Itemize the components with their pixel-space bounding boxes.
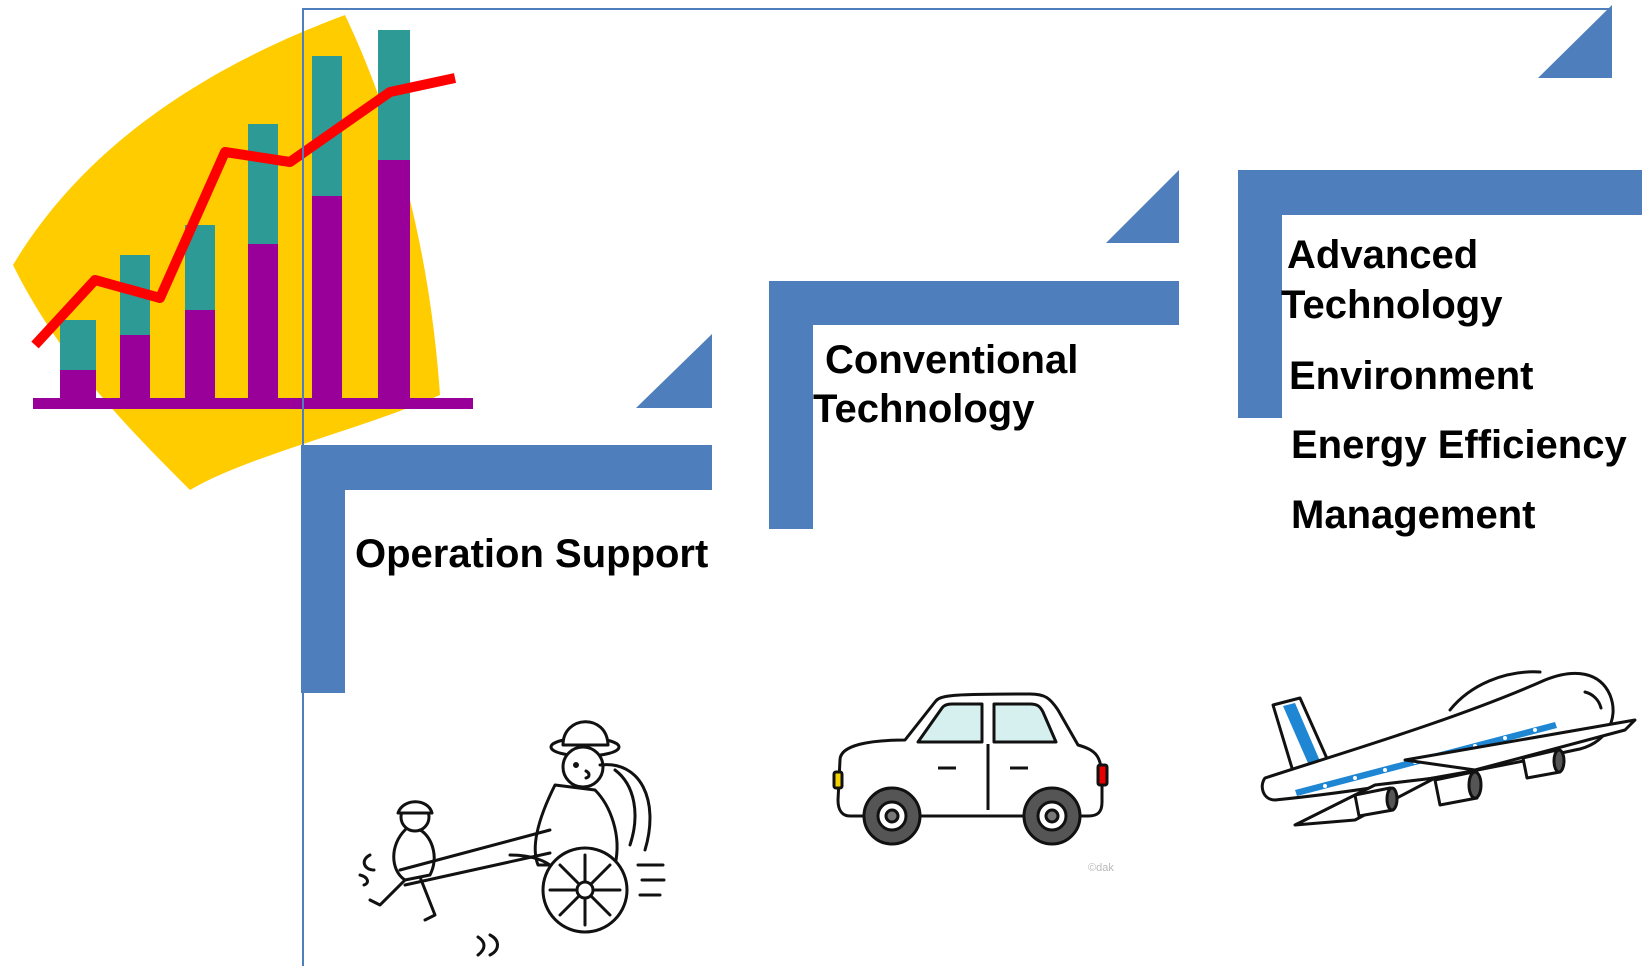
step-3-arrow-triangle [1538,5,1612,78]
chart-baseline [33,398,473,409]
step-2-label-line-1: Conventional [825,338,1079,382]
chart-bar [248,244,278,400]
rickshaw-icon [358,720,666,957]
step-3-label-line-2: Technology [1281,283,1503,327]
chart-background-blob [13,15,440,490]
step-2-left-bar [769,281,813,529]
step-1-label: Operation Support [355,532,709,576]
growth-chart-icon [13,15,473,490]
chart-bar [248,124,278,244]
step-1-top-bar [301,445,712,490]
step-1-arrow-triangle [636,334,712,408]
step-3-label-line-1: Advanced [1287,233,1479,277]
car-icon [832,692,1109,846]
chart-bar [60,320,96,370]
step-2-label-line-2: Technology [813,387,1035,431]
step-3-top-bar [1238,170,1642,215]
step-3-label-line-3: Environment [1289,354,1534,398]
step-1-left-bar [301,445,345,693]
chart-bar [120,335,150,400]
watermark: ©dak [1088,862,1114,874]
chart-bar [60,370,96,400]
chart-bar [185,310,215,400]
step-3-left-bar [1238,170,1282,418]
chart-bar [312,196,342,400]
step-3-label-line-4: Energy Efficiency [1291,423,1627,467]
chart-trend-line [31,73,457,349]
step-2-arrow-triangle [1106,170,1179,243]
step-3-label-line-5: Management [1291,493,1536,537]
step-2-top-bar [769,281,1179,325]
chart-bar [378,160,410,400]
frame-line-horizontal [302,8,1610,10]
airplane-icon [1260,670,1637,827]
